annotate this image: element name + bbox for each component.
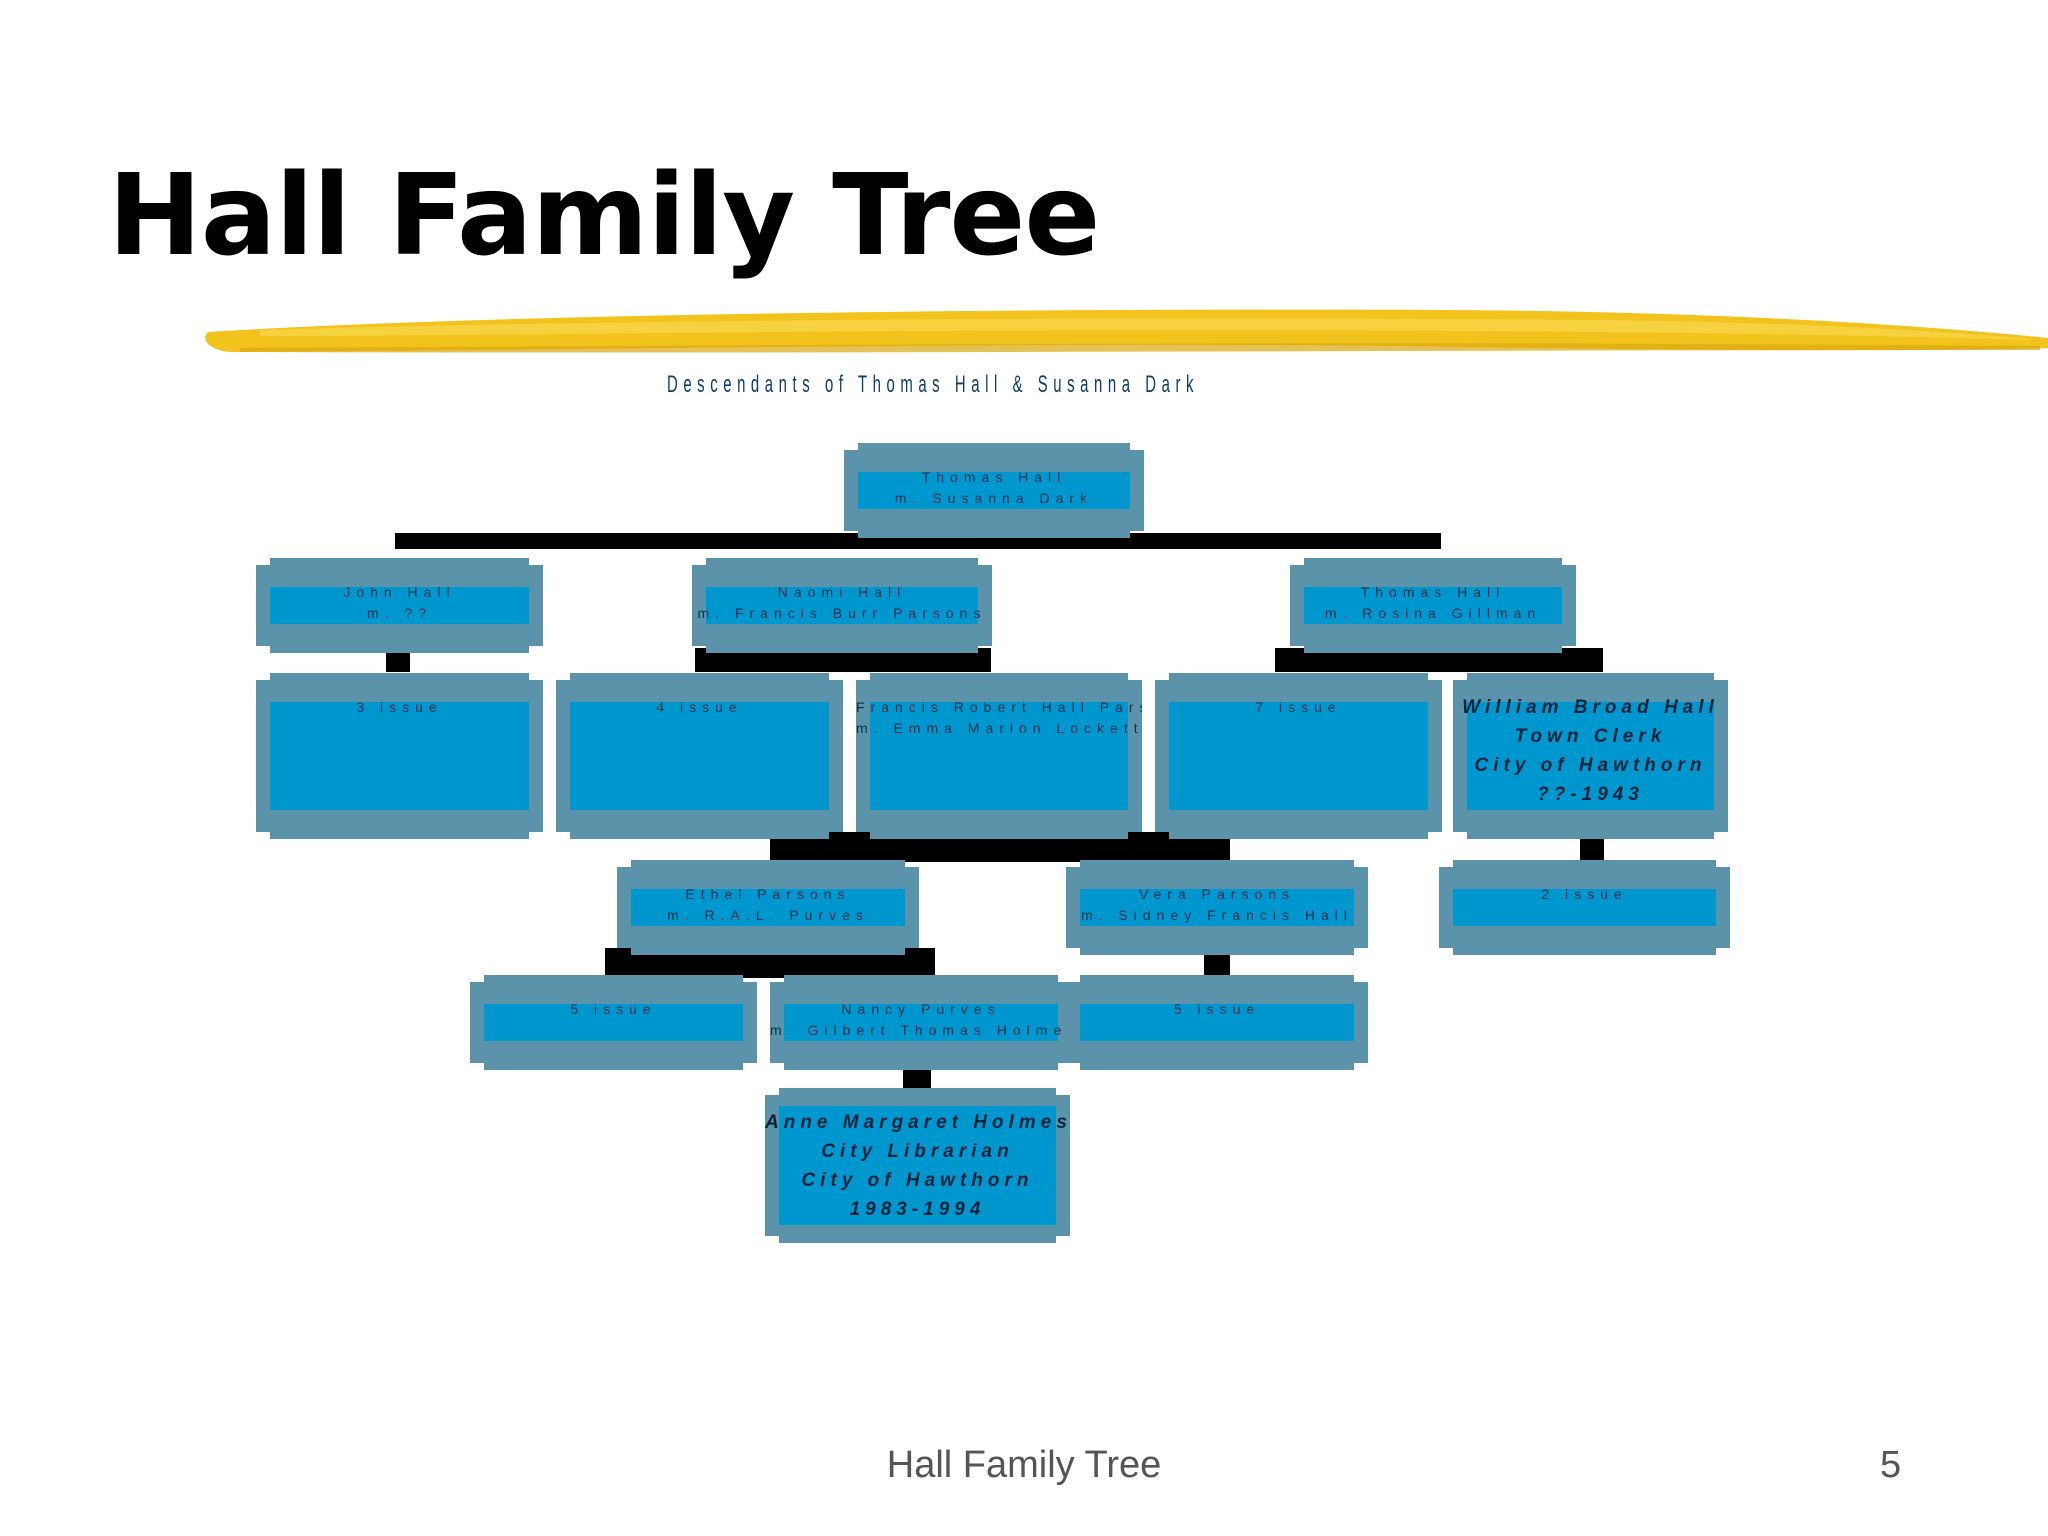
node-name: Nancy Purves (841, 1001, 1001, 1017)
node-name: Thomas Hall (1360, 584, 1506, 600)
node-william-issue: 2 issue (1439, 860, 1730, 955)
node-naomi-issue: 4 issue (556, 673, 843, 839)
node-role: City Librarian (821, 1141, 1014, 1162)
node-spouse: m. ?? (366, 605, 432, 621)
yellow-brush-stroke (205, 309, 2048, 353)
node-spouse: m. Susanna Dark (894, 490, 1094, 506)
node-spouse: m. R.A.L. Purves (667, 907, 869, 923)
node-spouse: m. Sidney Francis Hall (1080, 907, 1354, 923)
node-name: Ethel Parsons (685, 886, 851, 902)
node-francis-parsons: Francis Robert Hall Parsons m. Emma Mari… (856, 673, 1142, 839)
node-john-hall: John Hall m. ?? (256, 558, 543, 653)
connector (395, 533, 1441, 549)
page-number: 5 (1880, 1444, 1902, 1486)
node-dates: 1983-1994 (849, 1199, 986, 1220)
node-spouse: m. Francis Burr Parsons (697, 605, 987, 621)
node-ethel-issue: 5 issue (470, 975, 757, 1070)
node-spouse: m. Rosina Gillman (1324, 605, 1542, 621)
node-anne-margaret-holmes: Anne Margaret Holmes City Librarian City… (765, 1088, 1070, 1243)
node-name: Vera Parsons (1138, 886, 1296, 902)
slide-footer: Hall Family Tree (886, 1444, 1162, 1486)
node-role: Town Clerk (1514, 726, 1667, 747)
chart-subtitle: Descendants of Thomas Hall & Susanna Dar… (667, 371, 1200, 398)
node-place: City of Hawthorn (1474, 755, 1707, 776)
node-dates: ??-1943 (1537, 784, 1644, 805)
node-thomas-issue: 7 issue (1155, 673, 1442, 839)
node-name: John Hall (343, 584, 456, 600)
node-nancy-purves: Nancy Purves m. Gilbert Thomas Holmes (770, 975, 1072, 1070)
node-naomi-hall: Naomi Hall m. Francis Burr Parsons (692, 558, 992, 653)
node-spouse: m. Gilbert Thomas Holmes (770, 1022, 1081, 1038)
node-ethel-parsons: Ethel Parsons m. R.A.L. Purves (617, 860, 919, 955)
node-william-broad-hall: William Broad Hall Town Clerk City of Ha… (1453, 673, 1728, 839)
node-name: Francis Robert Hall Parsons (856, 699, 1194, 715)
node-name: Anne Margaret Holmes (765, 1112, 1072, 1133)
connector (1580, 836, 1604, 862)
node-issue: 3 issue (356, 699, 443, 715)
node-issue: 2 issue (1541, 886, 1628, 902)
node-issue: 5 issue (1173, 1001, 1261, 1017)
node-name: William Broad Hall (1462, 697, 1719, 718)
node-vera-issue: 5 issue (1066, 975, 1368, 1070)
node-vera-parsons: Vera Parsons m. Sidney Francis Hall (1066, 860, 1368, 955)
connector (386, 650, 410, 672)
node-name: Thomas Hall (921, 469, 1067, 485)
node-thomas-hall-son: Thomas Hall m. Rosina Gillman (1290, 558, 1576, 653)
slide-title: Hall Family Tree (108, 151, 1100, 281)
node-john-issue: 3 issue (256, 673, 543, 839)
node-thomas-hall-root: Thomas Hall m. Susanna Dark (844, 443, 1144, 538)
node-spouse: m. Emma Marion Lockett (856, 720, 1144, 736)
node-place: City of Hawthorn (801, 1170, 1034, 1191)
node-issue: 7 issue (1255, 699, 1342, 715)
node-issue: 4 issue (656, 699, 743, 715)
node-name: Naomi Hall (777, 584, 907, 600)
node-issue: 5 issue (570, 1001, 657, 1017)
